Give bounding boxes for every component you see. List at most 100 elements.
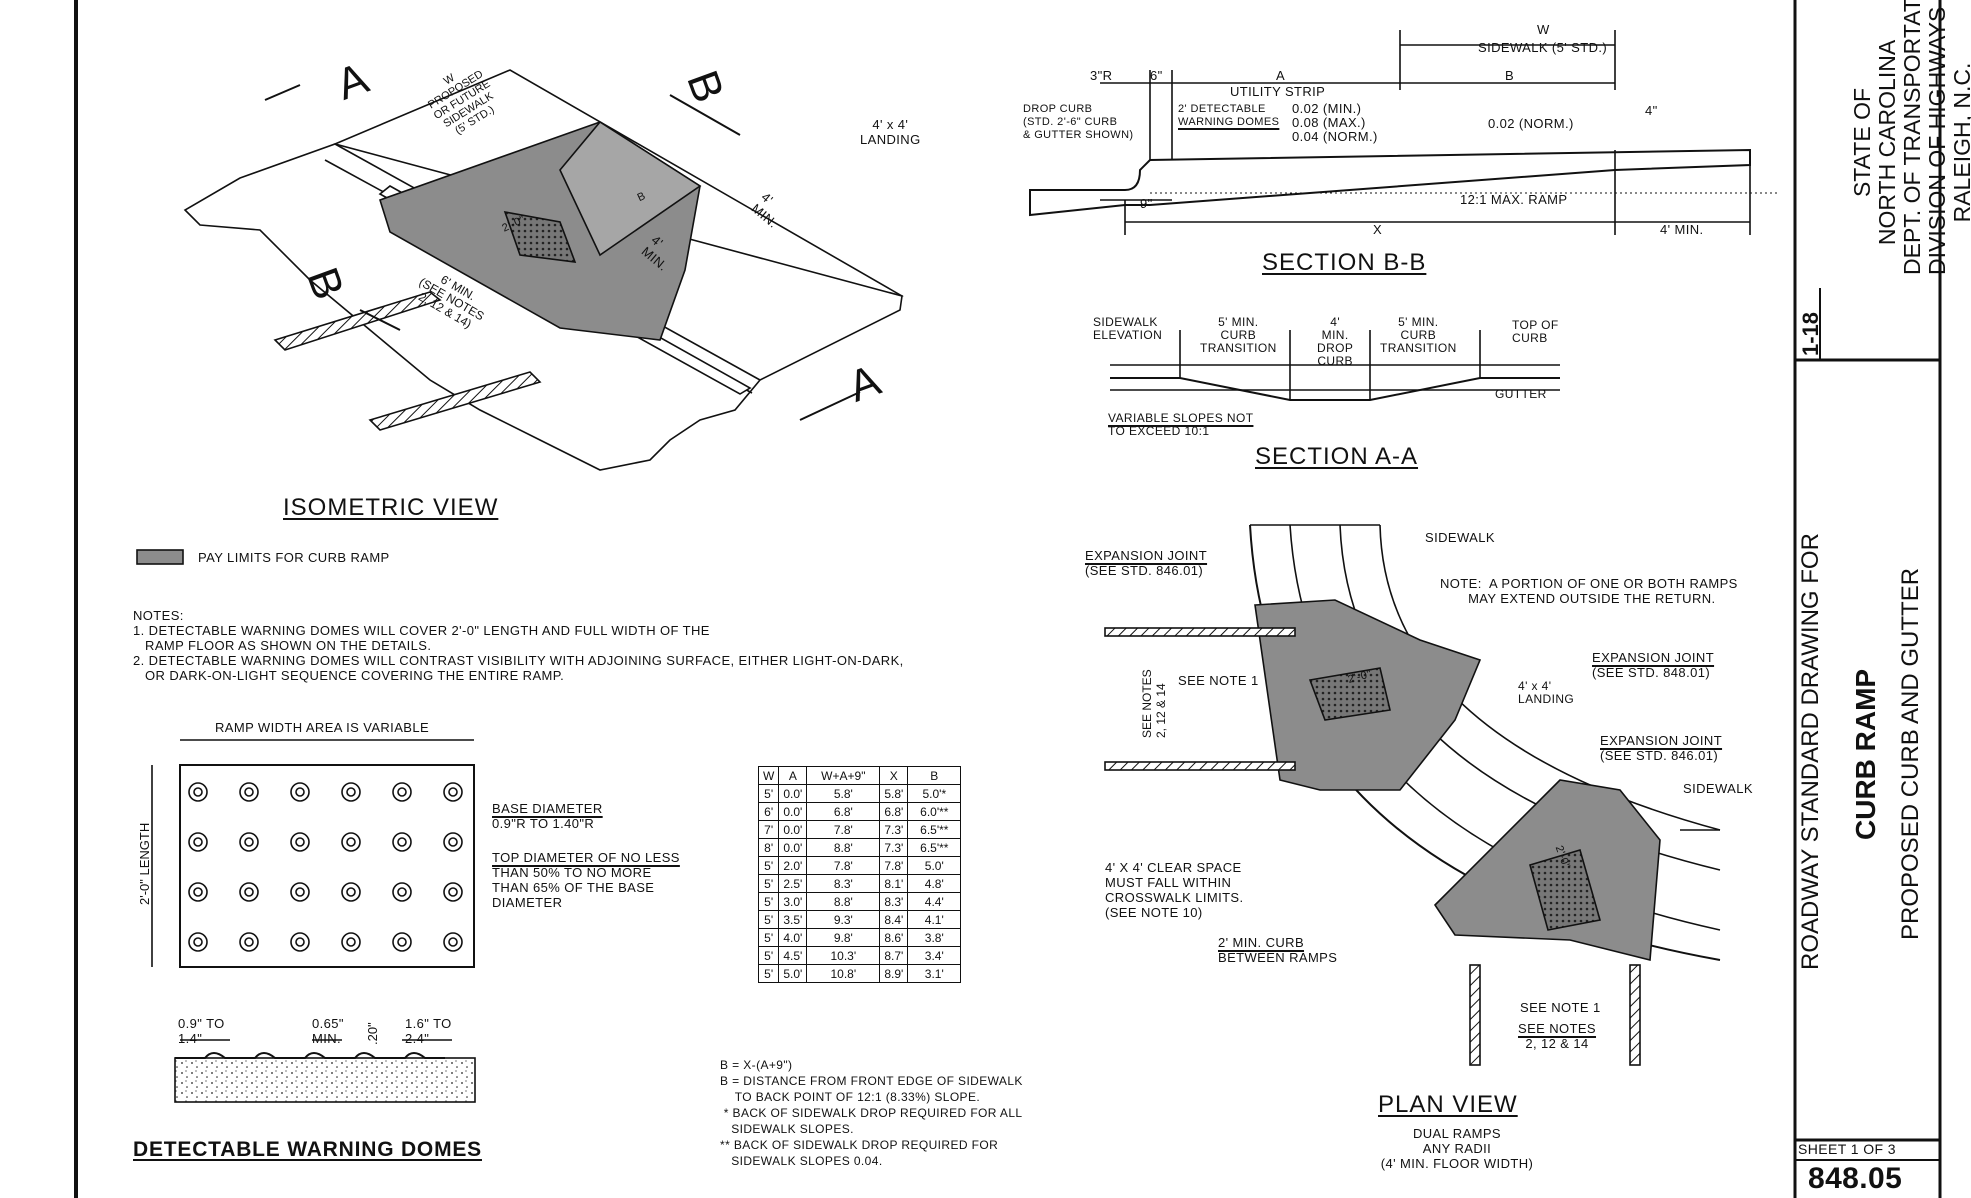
table-cell: 4.8': [907, 874, 962, 893]
dim-spacing: 0.65"MIN.: [312, 1016, 344, 1046]
table-cell: 7.8': [806, 820, 881, 839]
bb-9in: 9": [1140, 196, 1153, 211]
table-cell: 7.3': [879, 820, 909, 839]
table-cell: 5': [757, 946, 780, 965]
sheet-number: SHEET 1 OF 3: [1798, 1141, 1896, 1157]
dimension-table: W A W+A+9" X B 5'0.0'5.8'5.8'5.0'*6'0.0'…: [757, 766, 962, 983]
table-cell: 7.8': [806, 856, 881, 875]
table-cell: 7.3': [879, 838, 909, 857]
dome-circle: [341, 882, 361, 902]
dome-circle: [290, 782, 310, 802]
plan-see-note1b: SEE NOTE 1: [1520, 1000, 1601, 1015]
note-line: OR DARK-ON-LIGHT SEQUENCE COVERING THE E…: [133, 668, 565, 683]
dome-circle: [244, 937, 254, 947]
table-row: 7'0.0'7.8'7.3'6.5'**: [757, 820, 962, 839]
table-cell: 5': [757, 856, 780, 875]
bb-b: B: [1505, 68, 1515, 83]
table-cell: 5': [757, 964, 780, 983]
table-row: 5'5.0'10.8'8.9'3.1': [757, 964, 962, 983]
dome-circle: [295, 837, 305, 847]
table-cell: 8.3': [806, 874, 881, 893]
table-cell: 7.8': [879, 856, 909, 875]
drawing-subtitle: PROPOSED CURB AND GUTTER: [1897, 567, 1924, 940]
dome-circle: [239, 782, 259, 802]
dome-circle: [290, 832, 310, 852]
table-row: 5'3.0'8.8'8.3'4.4': [757, 892, 962, 911]
table-cell: 5': [757, 874, 780, 893]
dome-circle: [443, 832, 463, 852]
table-cell: 7': [757, 820, 780, 839]
dome-circle: [346, 937, 356, 947]
table-cell: 5': [757, 892, 780, 911]
table-cell: 6.8': [806, 802, 881, 821]
roadway-standard-label: ROADWAY STANDARD DRAWING FOR: [1797, 533, 1824, 970]
table-row: 5'2.0'7.8'7.8'5.0': [757, 856, 962, 875]
dome-circle: [397, 937, 407, 947]
notes-heading: NOTES:: [133, 608, 184, 623]
col-header: W: [757, 766, 780, 785]
plan-view-title: PLAN VIEW: [1378, 1091, 1518, 1118]
plan-view: [1104, 524, 1721, 1066]
bb-sidewalk: SIDEWALK (5' STD.): [1478, 40, 1608, 55]
bb-x: X: [1373, 222, 1383, 237]
table-cell: 6.0'**: [907, 802, 962, 821]
table-cell: 6': [757, 802, 780, 821]
bb-a: A: [1276, 68, 1286, 83]
dome-circle: [295, 937, 305, 947]
table-cell: 0.0': [778, 820, 808, 839]
dome-circle: [188, 782, 208, 802]
table-cell: 9.3': [806, 910, 881, 929]
table-cell: 10.8': [806, 964, 881, 983]
table-cell: 3.5': [778, 910, 808, 929]
table-cell: 3.8': [907, 928, 962, 947]
isometric-title: ISOMETRIC VIEW: [283, 494, 499, 521]
pay-limit-legend: PAY LIMITS FOR CURB RAMP: [198, 550, 390, 565]
table-cell: 0.0': [778, 784, 808, 803]
bb-norm: 0.02 (NORM.): [1488, 116, 1574, 131]
detectable-domes-iso: [503, 210, 577, 263]
table-cell: 6.5'**: [907, 820, 962, 839]
dome-circle: [397, 787, 407, 797]
iso-landing-label: 4' x 4'LANDING: [860, 117, 921, 147]
table-cell: 8.8': [806, 838, 881, 857]
table-cell: 4.4': [907, 892, 962, 911]
drawing-title: CURB RAMP: [1850, 668, 1881, 840]
plan-sidewalk2: SIDEWALK: [1683, 781, 1753, 796]
bb-slopes: 0.02 (MIN.)0.08 (MAX.)0.04 (NORM.): [1292, 101, 1378, 144]
dome-circle: [443, 932, 463, 952]
bb-ramp: 12:1 MAX. RAMP: [1460, 192, 1568, 207]
table-row: 5'2.5'8.3'8.1'4.8': [757, 874, 962, 893]
dome-circle: [392, 932, 412, 952]
table-header-row: W A W+A+9" X B: [757, 766, 962, 785]
table-cell: 6.8': [879, 802, 909, 821]
col-header: B: [907, 766, 962, 785]
dome-circle: [188, 832, 208, 852]
table-row: 6'0.0'6.8'6.8'6.0'**: [757, 802, 962, 821]
dome-circle: [397, 837, 407, 847]
dome-circle: [193, 787, 203, 797]
table-row: 5'3.5'9.3'8.4'4.1': [757, 910, 962, 929]
table-row: 5'0.0'5.8'5.8'5.0'*: [757, 784, 962, 803]
table-row: 8'0.0'8.8'7.3'6.5'**: [757, 838, 962, 857]
table-cell: 8.3': [879, 892, 909, 911]
dome-circle: [193, 887, 203, 897]
table-cell: 3.1': [907, 964, 962, 983]
note-line: 2. DETECTABLE WARNING DOMES WILL CONTRAS…: [133, 653, 904, 668]
plan-landing: 4' x 4'LANDING: [1518, 679, 1575, 706]
dome-circle: [392, 782, 412, 802]
table-cell: 4.1': [907, 910, 962, 929]
revision-date: 1-18: [1798, 311, 1823, 356]
table-cell: 8.6': [879, 928, 909, 947]
length-label: 2'-0" LENGTH: [137, 822, 152, 905]
dome-circle: [188, 932, 208, 952]
plan-exp1: EXPANSION JOINT(SEE STD. 846.01): [1085, 548, 1208, 578]
